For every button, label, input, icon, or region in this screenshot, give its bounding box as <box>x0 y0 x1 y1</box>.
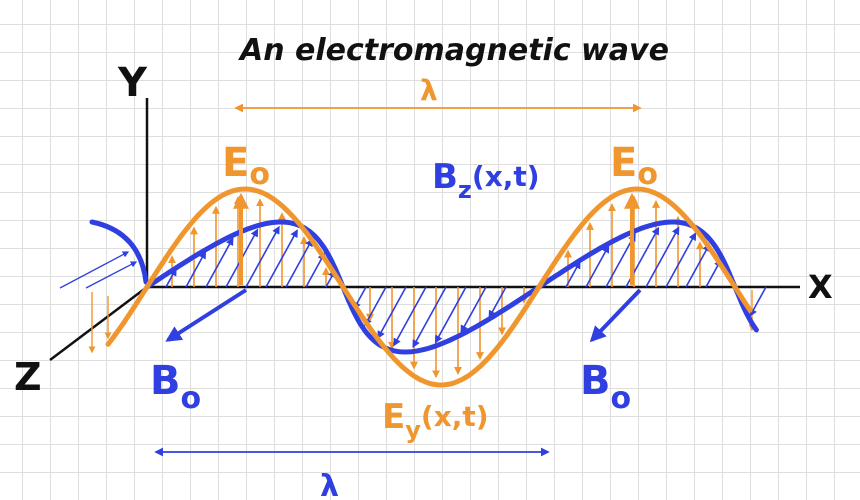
magnetic-field-vector <box>85 261 138 289</box>
x-axis-label: X <box>808 268 833 306</box>
magnetic-field-vector <box>460 286 487 334</box>
z-axis <box>49 286 148 361</box>
magnetic-field-vector <box>305 252 326 288</box>
magnetic-field-vector <box>185 250 207 288</box>
magnetic-field-vector <box>59 251 130 289</box>
b-amplitude-arrow-left <box>165 288 248 342</box>
y-axis-label: Y <box>117 60 148 106</box>
magnetic-field-vector <box>265 229 298 288</box>
electric-field-label: Ey(x,t) <box>382 397 489 444</box>
magnetic-field-vector <box>377 286 407 340</box>
magnetic-field-vector <box>245 225 280 288</box>
magnetic-field-vector <box>205 237 234 288</box>
wavelength-label-top: λ <box>420 74 438 107</box>
magnetic-field-vector <box>434 286 467 344</box>
magnetic-field-vector <box>412 286 447 349</box>
magnetic-field-label: Bz(x,t) <box>432 157 540 204</box>
b-amplitude-label-left: Bo <box>150 358 201 416</box>
e-amplitude-label-left: Eo <box>222 140 270 192</box>
b-amplitude-label-right: Bo <box>580 358 631 416</box>
magnetic-field-vector <box>285 238 313 288</box>
magnetic-field-vector <box>488 286 507 319</box>
diagram-title: An electromagnetic wave <box>238 33 669 68</box>
magnetic-field-wave <box>144 219 759 355</box>
magnetic-field-wave-tail <box>89 219 149 285</box>
e-amplitude-label-right: Eo <box>610 140 658 192</box>
magnetic-field-vector <box>565 260 581 288</box>
magnetic-field-vector <box>665 232 697 288</box>
wavelength-label-bottom: λ <box>320 469 339 500</box>
b-amplitude-arrow-right <box>589 288 642 343</box>
magnetic-field-vector <box>393 286 427 347</box>
magnetic-field-vector <box>364 286 387 327</box>
z-axis-label: Z <box>14 355 42 399</box>
magnetic-field-vector <box>685 243 711 288</box>
magnetic-field-vector <box>749 286 767 317</box>
magnetic-field-vector <box>645 226 680 288</box>
magnetic-field-vector <box>585 244 610 288</box>
electric-field-wave <box>105 186 753 388</box>
